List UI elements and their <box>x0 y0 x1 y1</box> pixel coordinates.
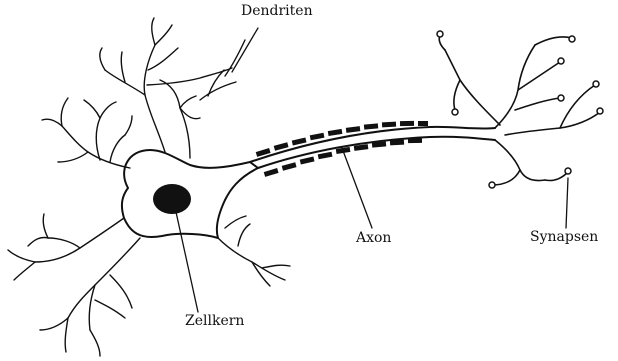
synapse-knobs <box>437 31 603 188</box>
dendrites-label: Dendriten <box>241 3 313 19</box>
nucleus <box>153 184 191 214</box>
cell-body <box>122 150 258 238</box>
pointer-lines <box>176 28 568 312</box>
dendrites <box>8 18 290 356</box>
axon-label: Axon <box>356 230 391 246</box>
synapses-label: Synapsen <box>530 229 598 245</box>
nucleus-label: Zellkern <box>185 313 244 329</box>
axon-terminals <box>439 35 600 185</box>
